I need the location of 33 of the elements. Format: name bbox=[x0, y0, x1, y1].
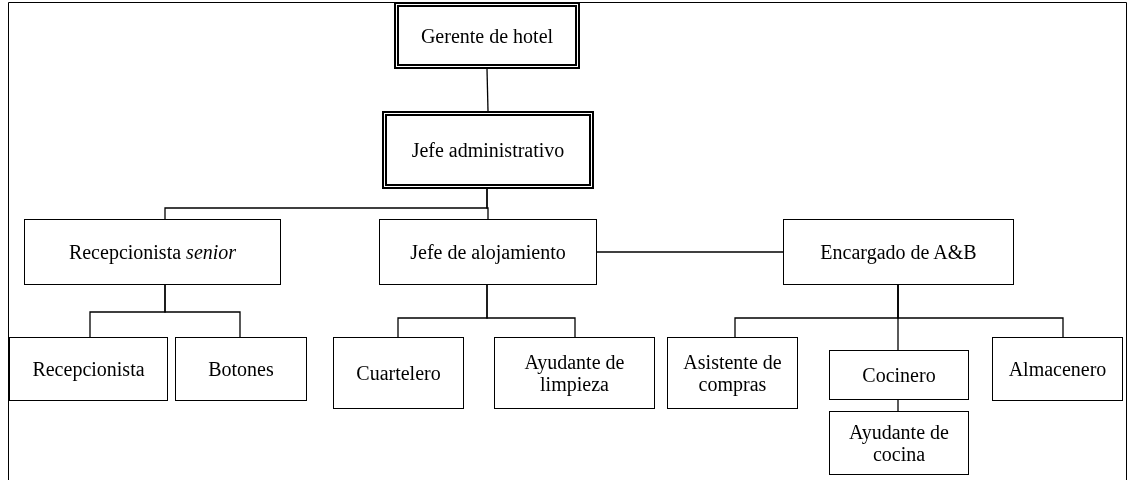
position-title: Encargado de A&B bbox=[820, 241, 977, 263]
position-title: Cocinero bbox=[862, 364, 936, 386]
connector-line bbox=[164, 284, 241, 338]
position-title: Ayudante de cocina bbox=[848, 421, 950, 465]
position-box bbox=[494, 337, 655, 409]
position-title: Ayudante de limpieza bbox=[523, 351, 626, 395]
position-box bbox=[24, 219, 281, 285]
position-box bbox=[9, 337, 168, 401]
position-box bbox=[333, 337, 464, 409]
position-title: Botones bbox=[208, 358, 274, 380]
position-title: Jefe de alojamiento bbox=[410, 241, 566, 263]
position-title: Asistente de compras bbox=[682, 351, 783, 395]
position-box bbox=[829, 350, 969, 400]
connector-line bbox=[486, 68, 489, 112]
position-box bbox=[992, 337, 1123, 401]
position-box bbox=[667, 337, 798, 409]
position-title: Recepcionista bbox=[32, 358, 145, 380]
position-box bbox=[382, 111, 594, 189]
position-title: Jefe administrativo bbox=[411, 139, 565, 161]
position-title: Recepcionista senior bbox=[68, 241, 237, 263]
position-title: Almacenero bbox=[1008, 358, 1107, 380]
connector-line bbox=[897, 399, 899, 412]
position-box bbox=[394, 2, 580, 69]
position-box bbox=[175, 337, 307, 401]
connector-line bbox=[486, 284, 576, 338]
position-box bbox=[783, 219, 1014, 285]
connector-line bbox=[596, 251, 784, 253]
position-title: Gerente de hotel bbox=[420, 24, 554, 47]
connector-line bbox=[897, 284, 1064, 338]
position-title: Cuartelero bbox=[356, 362, 441, 384]
position-box bbox=[379, 219, 597, 285]
connector-line bbox=[486, 188, 489, 220]
position-box bbox=[829, 411, 969, 475]
